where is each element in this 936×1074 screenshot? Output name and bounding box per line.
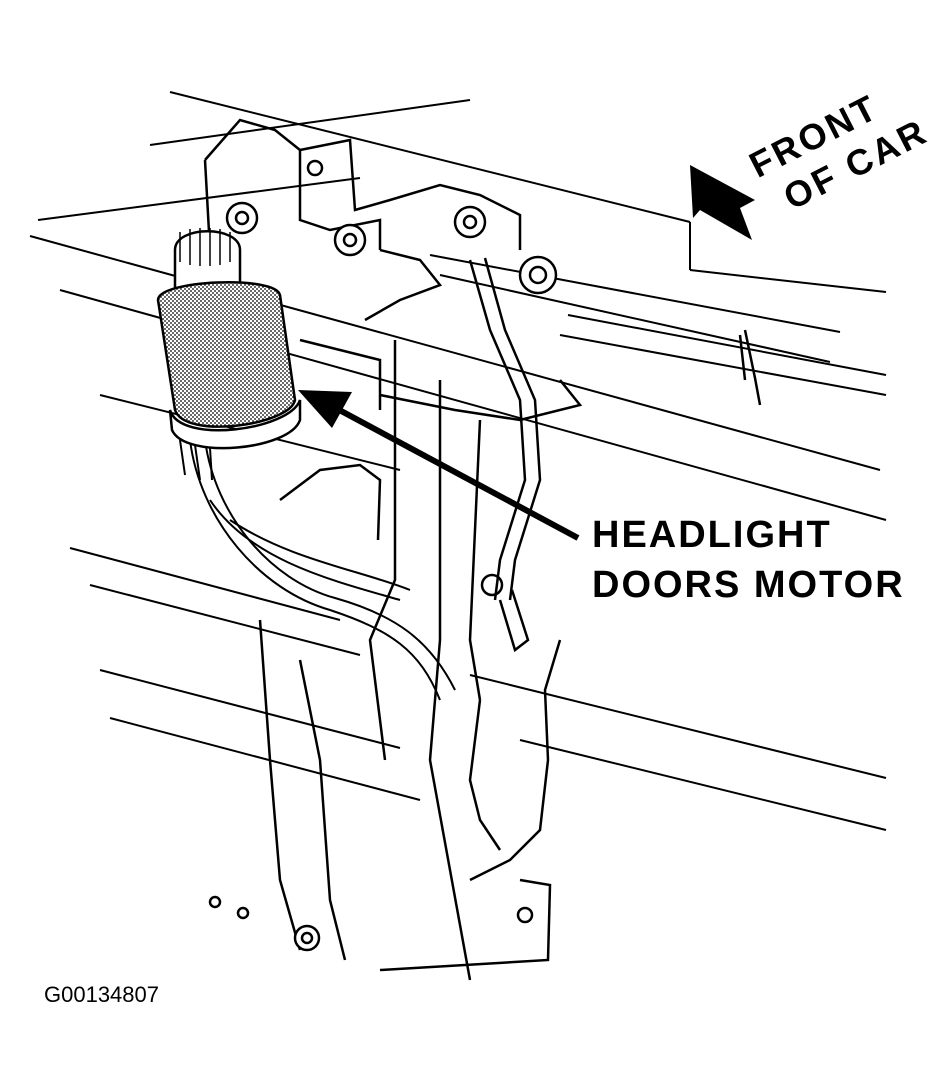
callout-arrow [298,390,580,541]
bolts [208,159,558,952]
callout-label-line-1: HEADLIGHT [592,514,832,556]
callout-label-line-2: DOORS MOTOR [592,564,905,606]
mounting-bracket [203,118,583,981]
figure-id: G00134807 [44,982,159,1007]
wiring-harness [189,439,456,701]
front-arrow-icon [690,165,755,240]
headlight-doors-motor [156,228,302,481]
body-panel-lines [29,91,887,831]
linkage-rod [468,257,762,851]
